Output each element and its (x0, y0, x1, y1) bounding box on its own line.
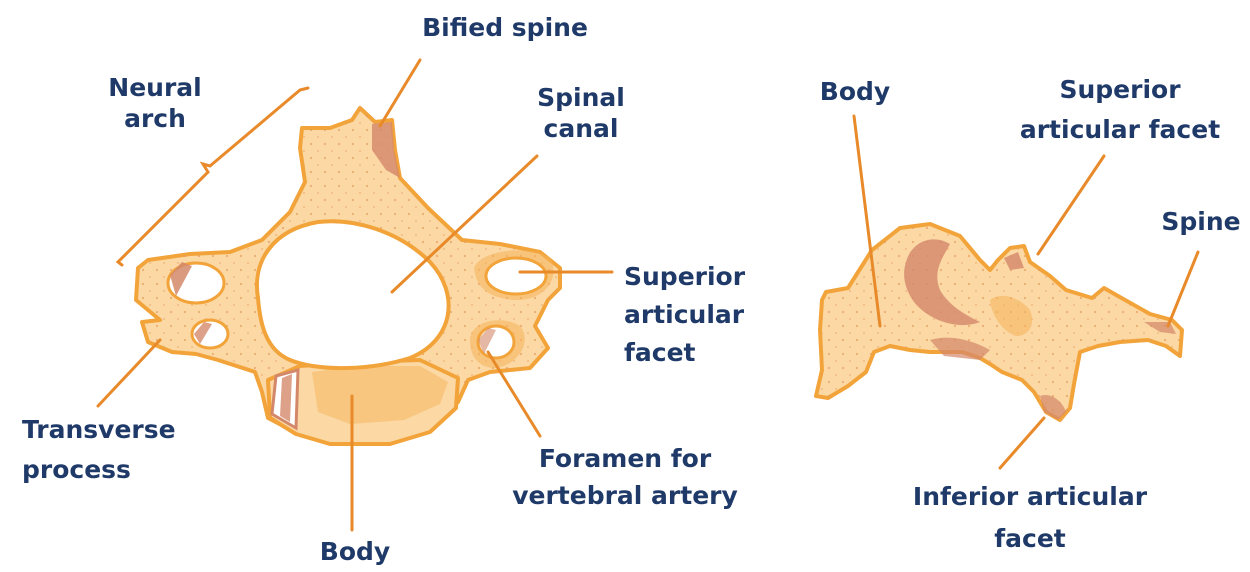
label-foramen-line1: Foramen for (490, 440, 760, 477)
label-superior-facet-line3: facet (624, 334, 764, 372)
label-spinal-canal-line1: Spinal (526, 82, 636, 113)
leader-bifid-spine (380, 60, 420, 126)
label-neural-arch-line1: Neural (100, 72, 210, 103)
label-bifid-spine: Bified spine (400, 12, 610, 43)
label-neural-arch: Neural arch (100, 72, 210, 134)
label-transverse-process: Transverse process (22, 410, 202, 490)
label-superior-facet-line2: articular (624, 296, 764, 334)
label-inferior-line2: facet (900, 518, 1160, 560)
leader-superior-facet-side (1038, 156, 1104, 254)
label-neural-arch-line2: arch (100, 103, 210, 134)
label-inferior-line1: Inferior articular (900, 476, 1160, 518)
label-superior-articular-facet-side: Superior articular facet (1000, 70, 1240, 150)
label-transverse-line1: Transverse (22, 410, 202, 450)
label-side-superior-line2: articular facet (1000, 110, 1240, 150)
leader-transverse-process (98, 340, 160, 406)
label-side-superior-line1: Superior (1000, 70, 1240, 110)
leader-inferior-facet-side (1000, 418, 1044, 468)
label-body-side: Body (800, 76, 910, 107)
label-spinal-canal: Spinal canal (526, 82, 636, 144)
label-spinal-canal-line2: canal (526, 113, 636, 144)
label-foramen-vertebral-artery: Foramen for vertebral artery (490, 440, 760, 514)
label-superior-facet-line1: Superior (624, 258, 764, 296)
label-body-top: Body (300, 536, 410, 567)
label-inferior-articular-facet: Inferior articular facet (900, 476, 1160, 560)
right-superior-facet (486, 258, 546, 294)
label-spine-side: Spine (1156, 206, 1246, 237)
top-view-vertebra (136, 108, 560, 444)
label-foramen-line2: vertebral artery (490, 477, 760, 514)
label-superior-articular-facet-top: Superior articular facet (624, 258, 764, 372)
leader-spine-side (1168, 252, 1198, 326)
label-transverse-line2: process (22, 450, 202, 490)
